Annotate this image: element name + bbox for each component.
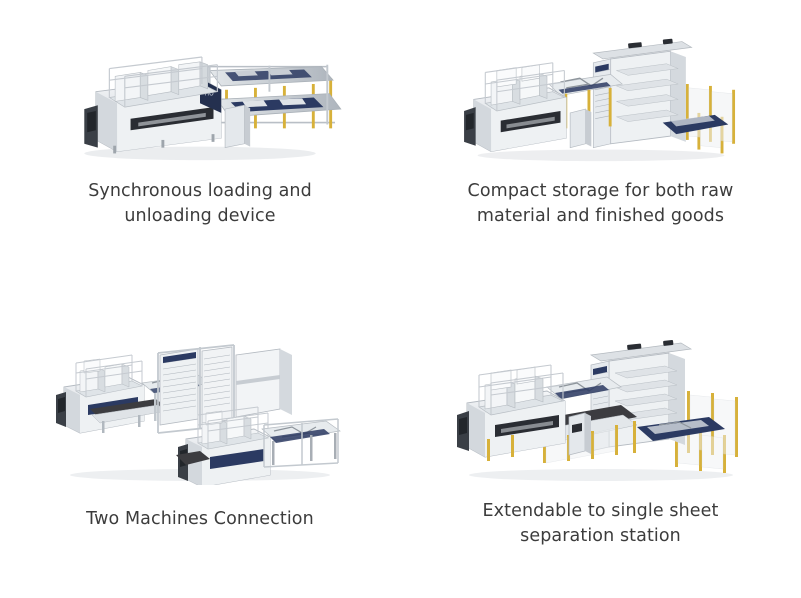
caption-single-sheet-separation: Extendable to single sheet separation st… — [482, 501, 719, 546]
compact-storage-tower-render — [456, 30, 746, 165]
synchronous-loading-unloading-device-render: HO — [55, 30, 345, 165]
caption-two-machines-connection: Two Machines Connection — [86, 509, 314, 529]
svg-text:HO: HO — [205, 92, 214, 98]
feature-cell-synchronous-loading[interactable]: HO — [0, 0, 400, 299]
caption-synchronous-loading: Synchronous loading and unloading device — [88, 181, 312, 226]
two-machines-connection-render — [50, 335, 350, 485]
caption-compact-storage: Compact storage for both raw material an… — [467, 181, 734, 226]
feature-cell-single-sheet-separation[interactable]: Extendable to single sheet separation st… — [400, 299, 801, 598]
feature-cell-two-machines-connection[interactable]: Two Machines Connection — [0, 299, 400, 598]
single-sheet-separation-station-render — [451, 335, 751, 485]
feature-cell-compact-storage[interactable]: Compact storage for both raw material an… — [400, 0, 801, 299]
